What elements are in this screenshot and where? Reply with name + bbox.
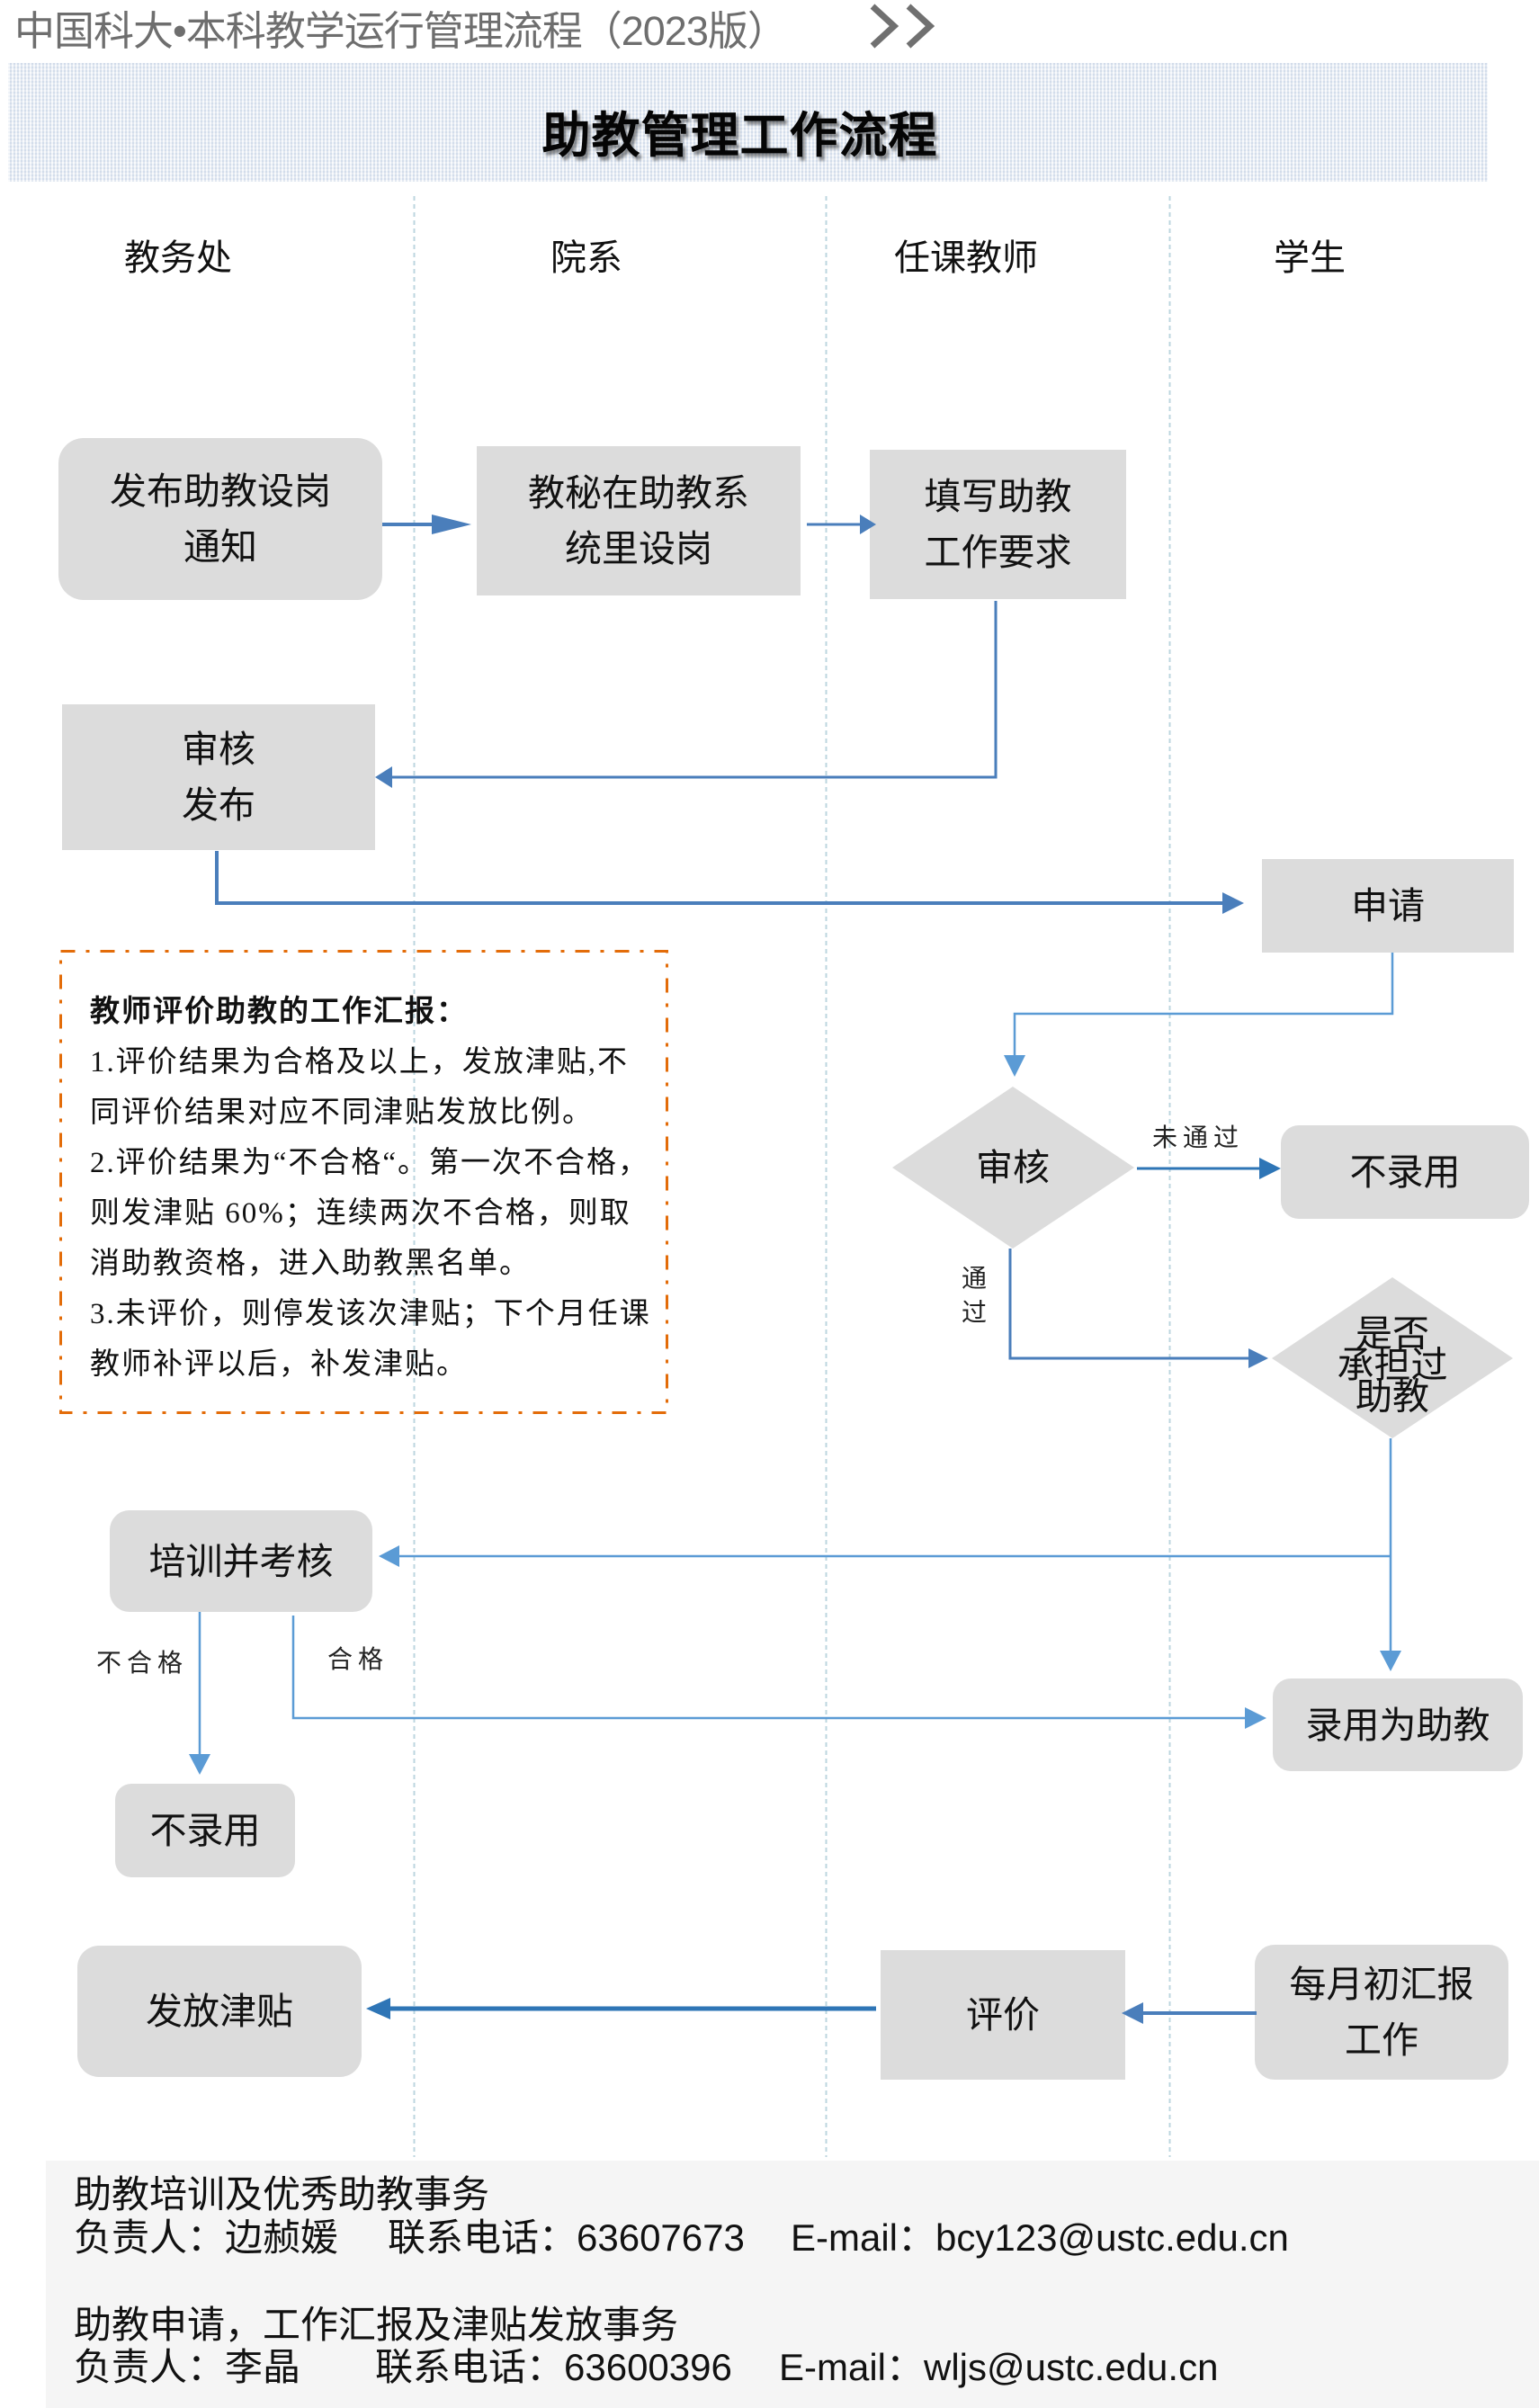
node-publish-notice: 发布助教设岗 通知 — [58, 438, 382, 600]
edge-label-failed: 不合格 — [95, 1650, 189, 1678]
connector-line — [215, 851, 1224, 905]
node-label: 是否 — [1356, 1312, 1429, 1355]
note-line: 消助教资格，进入助教黑名单。 — [90, 1248, 531, 1280]
node-reject-application: 不录用 — [1281, 1125, 1529, 1219]
node-label: 每月初汇报 — [1289, 1964, 1474, 2005]
arrow-head — [366, 1998, 390, 2019]
arrow-head — [1245, 1707, 1266, 1729]
connector-setup-to-requirements — [807, 515, 876, 534]
contact-email: E-mail：wljs@ustc.edu.cn — [779, 2346, 1219, 2388]
node-label: 审核 — [182, 729, 255, 770]
evaluation-note: 教师评价助教的工作汇报： 1.评价结果为合格及以上，发放津贴,不 同评价结果对应… — [90, 987, 651, 1390]
node-evaluate: 评价 — [881, 1950, 1125, 2080]
contact-email: E-mail：bcy123@ustc.edu.cn — [791, 2216, 1289, 2259]
node-label: 工作要求 — [924, 532, 1072, 573]
contact-phone: 联系电话：63607673 — [388, 2216, 745, 2259]
title-banner: 助教管理工作流程 — [8, 63, 1488, 182]
note-line: 3.未评价，则停发该次津贴；下个月任课 — [90, 1298, 651, 1330]
arrow-head — [189, 1754, 210, 1775]
connector-publish-to-setup — [382, 515, 471, 534]
connector-prior-ta-yes-to-hire — [1380, 1438, 1401, 1671]
arrow-head — [1004, 1055, 1025, 1077]
lane-header-academic-affairs: 教务处 — [124, 238, 232, 278]
node-pay-allowance: 发放津贴 — [77, 1946, 362, 2077]
lane-header-student: 学生 — [1274, 238, 1346, 278]
arrow-head — [432, 515, 471, 534]
node-label: 统里设岗 — [565, 528, 712, 569]
note-title: 教师评价助教的工作汇报： — [90, 996, 468, 1028]
node-hire-ta: 录用为助教 — [1273, 1678, 1523, 1771]
page-title: 助教管理工作流程 — [541, 108, 938, 163]
lane-header-department: 院系 — [550, 238, 622, 278]
node-review-publish: 审核 发布 — [62, 704, 375, 850]
connector-apply-to-review-decision — [1004, 953, 1394, 1077]
connector-line — [291, 1616, 1247, 1720]
node-reject-training: 不录用 — [115, 1784, 295, 1877]
node-label: 发布 — [182, 784, 255, 826]
arrow-head — [1259, 1158, 1281, 1179]
contact-phone: 联系电话：63600396 — [375, 2346, 732, 2388]
contact-footer — [46, 2161, 1539, 2408]
node-label: 发布助教设岗 — [110, 470, 331, 512]
note-line: 教师补评以后，补发津贴。 — [90, 1348, 468, 1381]
contact-person: 负责人：李晶 — [74, 2346, 301, 2388]
node-label: 发放津贴 — [146, 1991, 293, 2032]
node-label: 录用为助教 — [1305, 1704, 1490, 1746]
lane-header-course-teacher: 任课教师 — [894, 238, 1038, 278]
decision-review-label: 审核 — [976, 1145, 1050, 1190]
edge-label-not-passed: 未通过 — [1151, 1124, 1245, 1152]
node-fill-requirements: 填写助教 工作要求 — [870, 450, 1126, 599]
breadcrumb: 中国科大•本科教学运行管理流程（2023版） — [14, 8, 788, 54]
edge-label-qualified: 合格 — [327, 1646, 389, 1674]
node-label: 工作 — [1345, 2019, 1418, 2061]
connector-not-passed — [1137, 1158, 1281, 1179]
node-label: 不录用 — [149, 1810, 261, 1851]
connector-requirements-to-review — [375, 601, 998, 788]
arrow-head — [1222, 892, 1244, 914]
connector-qualified — [291, 1616, 1266, 1729]
node-label: 教秘在助教系 — [528, 472, 749, 514]
edge-label-passed: 通过 — [958, 1265, 986, 1333]
connector-evaluate-to-allowance — [366, 1998, 876, 2019]
arrow-head — [375, 766, 392, 788]
node-label: 审核 — [976, 1147, 1050, 1188]
arrow-head — [379, 1545, 399, 1567]
node-apply: 申请 — [1262, 859, 1514, 953]
contact-section-title: 助教培训及优秀助教事务 — [74, 2173, 490, 2216]
node-label: 申请 — [1351, 885, 1425, 926]
node-label: 培训并考核 — [148, 1540, 334, 1582]
node-label: 评价 — [966, 1994, 1040, 2036]
node-label: 不录用 — [1349, 1151, 1461, 1193]
arrow-head — [1380, 1651, 1401, 1671]
decision-prior-ta-label: 是否 承担过 助教 — [1337, 1312, 1448, 1418]
node-monthly-report: 每月初汇报 工作 — [1255, 1945, 1508, 2080]
note-line: 1.评价结果为合格及以上，发放津贴,不 — [90, 1046, 629, 1079]
chevron-right-icon — [906, 4, 935, 49]
note-line: 2.评价结果为“不合格“。第一次不合格， — [90, 1147, 650, 1179]
note-line: 则发津贴 60%；连续两次不合格，则取 — [90, 1197, 631, 1230]
connector-passed — [1008, 1249, 1268, 1368]
node-training-assessment: 培训并考核 — [110, 1510, 372, 1612]
connector-review-to-apply — [215, 851, 1244, 914]
connector-line — [390, 601, 998, 779]
connector-report-to-evaluate — [1122, 2002, 1257, 2024]
connector-line — [1008, 1249, 1250, 1360]
connector-prior-ta-no-to-training — [379, 1545, 1391, 1567]
contact-section-title: 助教申请，工作汇报及津贴发放事务 — [74, 2304, 679, 2346]
node-setup-positions: 教秘在助教系 统里设岗 — [477, 446, 801, 595]
arrow-head — [1248, 1348, 1268, 1368]
contact-person: 负责人：边赪媛 — [74, 2216, 339, 2259]
connector-line — [1013, 953, 1394, 1057]
node-label: 承担过 — [1337, 1344, 1448, 1386]
note-line: 同评价结果对应不同津贴发放比例。 — [90, 1097, 594, 1129]
connector-failed — [189, 1612, 210, 1775]
node-label: 助教 — [1356, 1375, 1429, 1418]
node-label: 通知 — [183, 526, 257, 568]
chevron-right-icon — [870, 4, 899, 49]
node-label: 填写助教 — [924, 476, 1072, 517]
